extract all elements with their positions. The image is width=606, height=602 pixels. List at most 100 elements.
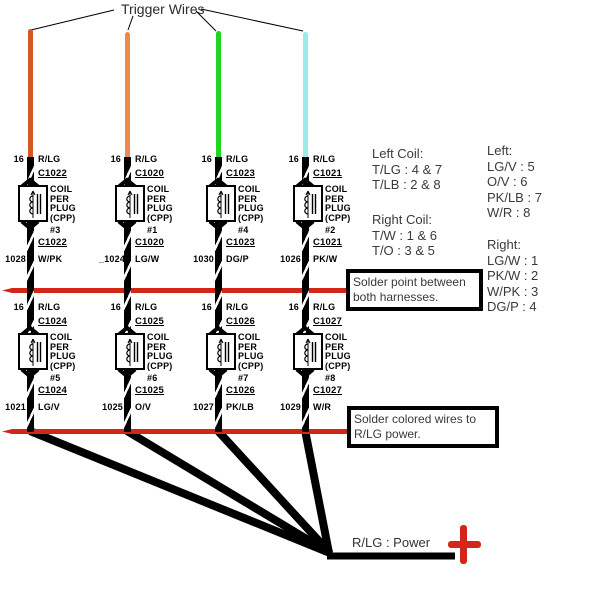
wire-color-label: R/LG [313, 154, 336, 164]
circuit-number: 1030 [193, 254, 214, 264]
harness-wire [302, 369, 309, 432]
note-line: PK/W : 2 [487, 268, 539, 283]
power-label: R/LG : Power [352, 535, 431, 550]
trigger-wire-3 [216, 31, 221, 161]
wire-color-label: R/LG [226, 154, 249, 164]
circuit-wire-label: LG/W [135, 254, 160, 264]
note-line: DG/P : 4 [487, 299, 537, 314]
note-line: LG/W : 1 [487, 252, 539, 268]
wire-color-label: R/LG [38, 154, 61, 164]
circuit-number: 1028 [5, 254, 26, 264]
harness-wire [215, 222, 222, 336]
right-pin-list: Right: LG/W : 1 PK/W : 2 W/PK : 3 DG/P :… [487, 237, 538, 315]
wire-color-label: R/LG [226, 302, 249, 312]
circuit-wire-label: W/R [313, 402, 332, 412]
coil-symbol-icon [217, 190, 230, 218]
wire-gauge-label: 16 [13, 154, 24, 164]
coil-box [293, 333, 323, 370]
harness-wire [215, 157, 222, 185]
coil-symbol-icon [126, 190, 139, 218]
circuit-number: 1025 [102, 402, 123, 412]
connector-label-top: C1023 [226, 168, 255, 179]
harness-wire [302, 222, 309, 336]
wire-gauge-label: 16 [288, 154, 299, 164]
power-feed-wires [28, 427, 333, 557]
trigger-wire-4 [303, 32, 308, 160]
note-line: W/R : 8 [487, 205, 531, 220]
harness-wire [27, 157, 34, 185]
connector-label-bottom: C1024 [38, 385, 67, 396]
note-line: T/O : 3 & 5 [372, 243, 435, 258]
left-coil-title: Left Coil: [372, 146, 424, 161]
coil-symbol-icon [304, 190, 317, 218]
note-line: W/PK : 3 [487, 283, 539, 299]
trigger-wires-title: Trigger Wires [121, 1, 205, 17]
coil-symbol-icon [304, 338, 317, 366]
coil-number: #5 [50, 373, 61, 383]
wire-gauge-label: 16 [110, 302, 121, 312]
harness-wire [27, 369, 34, 432]
connector-label-top: C1024 [38, 316, 67, 327]
right-coil-note: Right Coil: T/W : 1 & 6 T/O : 3 & 5 [372, 212, 437, 259]
connector-label-top: C1026 [226, 316, 255, 327]
wire-color-label: R/LG [135, 302, 158, 312]
trigger-wire-2 [125, 32, 130, 161]
wire-color-label: R/LG [313, 302, 336, 312]
circuit-wire-label: O/V [135, 402, 152, 412]
trigger-wire-1 [28, 29, 33, 161]
wire-gauge-label: 16 [110, 154, 121, 164]
circuit-number: 1027 [193, 402, 214, 412]
harness-wire [215, 369, 222, 432]
harness-wire [27, 222, 34, 336]
coil-symbol-icon [126, 338, 139, 366]
circuit-number: 1029 [280, 402, 301, 412]
coil-box [18, 333, 48, 370]
coil-symbol-icon [29, 338, 42, 366]
connector-label-bottom: C1020 [135, 237, 164, 248]
solder-point-callout: Solder point between both harnesses. [346, 269, 483, 311]
coil-box [293, 185, 323, 222]
coil-box [115, 185, 145, 222]
connector-label-bottom: C1021 [313, 237, 342, 248]
connector-label-bottom: C1027 [313, 385, 342, 396]
note-line: O/V : 6 [487, 174, 528, 189]
note-line: T/W : 1 & 6 [372, 227, 438, 243]
note-line: PK/LB : 7 [487, 189, 542, 205]
harness-wire [124, 369, 131, 432]
leader-lines [30, 8, 304, 32]
harness-wire [124, 157, 131, 185]
note-line: LG/V : 5 [487, 158, 535, 174]
connector-label-top: C1025 [135, 316, 164, 327]
left-coil-note: Left Coil: T/LG : 4 & 7 T/LB : 2 & 8 [372, 146, 442, 193]
connector-label-top: C1027 [313, 316, 342, 327]
solder-harness-line [2, 288, 347, 293]
harness-wire [302, 157, 309, 185]
wire-gauge-label: 16 [13, 302, 24, 312]
right-pin-title: Right: [487, 237, 521, 252]
coil-number: #2 [325, 225, 336, 235]
coil-symbol-icon [217, 338, 230, 366]
connector-label-top: C1022 [38, 168, 67, 179]
circuit-number: 1026 [280, 254, 301, 264]
circuit-wire-label: DG/P [226, 254, 249, 264]
circuit-wire-label: PK/W [313, 254, 338, 264]
coil-number: #8 [325, 373, 336, 383]
circuit-number: 1021 [5, 402, 26, 412]
connector-label-top: C1020 [135, 168, 164, 179]
coil-box [206, 185, 236, 222]
wire-gauge-label: 16 [201, 154, 212, 164]
circuit-wire-label: PK/LB [226, 402, 254, 412]
coil-number: #4 [238, 225, 249, 235]
wire-color-label: R/LG [135, 154, 158, 164]
left-pin-title: Left: [487, 143, 513, 158]
